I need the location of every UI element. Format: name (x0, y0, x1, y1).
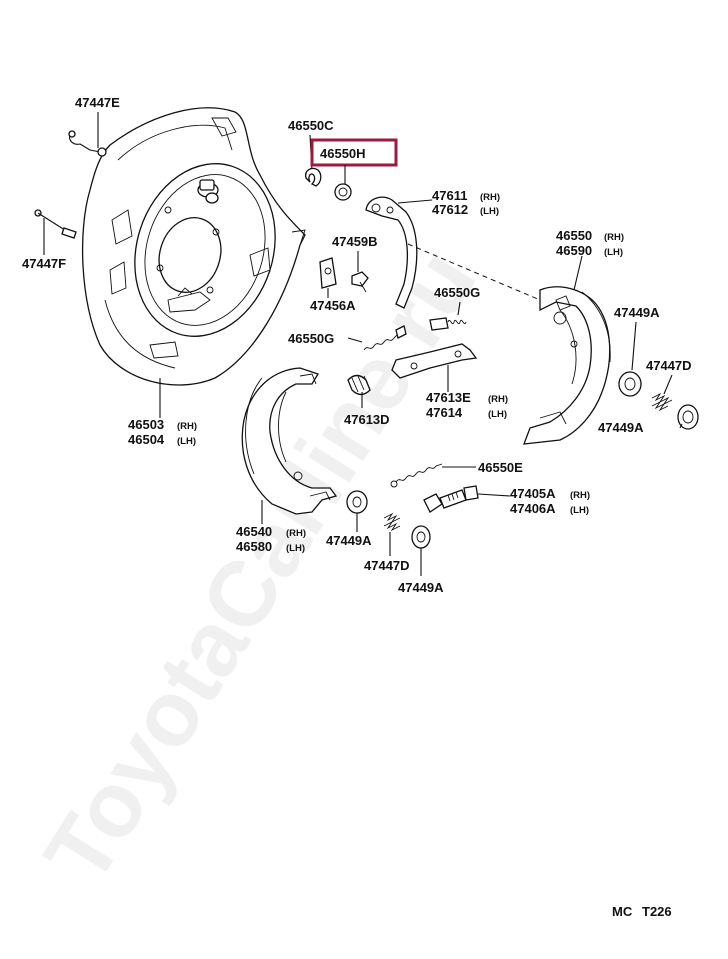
suffix-47405A-rh: (RH) (570, 490, 590, 501)
washer-46550H (334, 183, 352, 201)
adjuster-47405A (423, 485, 479, 513)
label-47447D-lower: 47447D (364, 558, 410, 573)
label-47447D-right: 47447D (646, 358, 692, 373)
clip-47447E (68, 112, 107, 157)
suffix-46540-rh: (RH) (286, 528, 306, 539)
clip-47447F (34, 209, 77, 255)
brake-shoe-right (523, 286, 611, 445)
spring-47447D-lower (383, 512, 401, 532)
label-46503: 46503 (128, 417, 164, 432)
suffix-46580-lh: (LH) (286, 543, 305, 554)
suffix-46503-rh: (RH) (177, 421, 197, 432)
label-47613E: 47613E (426, 390, 471, 405)
label-46550E: 46550E (478, 460, 523, 475)
suffix-46590-lh: (LH) (604, 247, 623, 258)
suffix-46550-rh: (RH) (604, 232, 624, 243)
cup-47449A-lower (411, 525, 431, 549)
label-46580: 46580 (236, 539, 272, 554)
label-47447E: 47447E (75, 95, 120, 110)
label-47449A-lower: 47449A (398, 580, 444, 595)
label-47405A: 47405A (510, 486, 556, 501)
label-47613D: 47613D (344, 412, 390, 427)
label-46550C: 46550C (288, 118, 334, 133)
cup-47449A-right-upper (618, 371, 642, 397)
suffix-47614-lh: (LH) (488, 409, 507, 420)
label-46550G-upper: 46550G (434, 285, 480, 300)
label-46550G-lower: 46550G (288, 331, 334, 346)
spring-46550G-upper (429, 317, 467, 331)
diagram-code-prefix: MC (612, 904, 633, 919)
label-46504: 46504 (128, 432, 165, 447)
label-47447F: 47447F (22, 256, 66, 271)
cup-47449A-right-lower (677, 404, 699, 430)
label-47449A-left: 47449A (326, 533, 372, 548)
highlight-box-46550H (310, 138, 398, 167)
spring-47613D (347, 374, 371, 396)
suffix-47612-lh: (LH) (480, 206, 499, 217)
label-47449A-right-upper: 47449A (614, 305, 660, 320)
cup-47449A-left (346, 490, 368, 514)
diagram-code-number: T226 (642, 904, 672, 919)
label-46540: 46540 (236, 524, 272, 539)
spring-47447D-right (651, 392, 673, 412)
plate-47456A (319, 257, 337, 289)
label-47614: 47614 (426, 405, 463, 420)
label-46550: 46550 (556, 228, 592, 243)
suffix-47611-rh: (RH) (480, 192, 500, 203)
suffix-46504-lh: (LH) (177, 436, 196, 447)
spring-46550E (390, 463, 443, 488)
label-47611: 47611 (432, 188, 467, 203)
label-47406A: 47406A (510, 501, 556, 516)
c-washer-46550C (305, 167, 322, 187)
suffix-47406A-lh: (LH) (570, 505, 589, 516)
bolt-47459B (351, 271, 369, 293)
strut-47613E (391, 343, 478, 379)
label-47459B: 47459B (332, 234, 378, 249)
parking-lever (365, 196, 418, 309)
label-47456A: 47456A (310, 298, 356, 313)
label-46550H: 46550H (320, 146, 366, 161)
spring-46550G-lower (363, 325, 407, 351)
backing-plate (81, 107, 306, 386)
suffix-47613E-rh: (RH) (488, 394, 508, 405)
label-47612: 47612 (432, 202, 468, 217)
label-46590: 46590 (556, 243, 592, 258)
label-47449A-right-lower: 47449A (598, 420, 644, 435)
brake-shoe-left (241, 367, 338, 515)
